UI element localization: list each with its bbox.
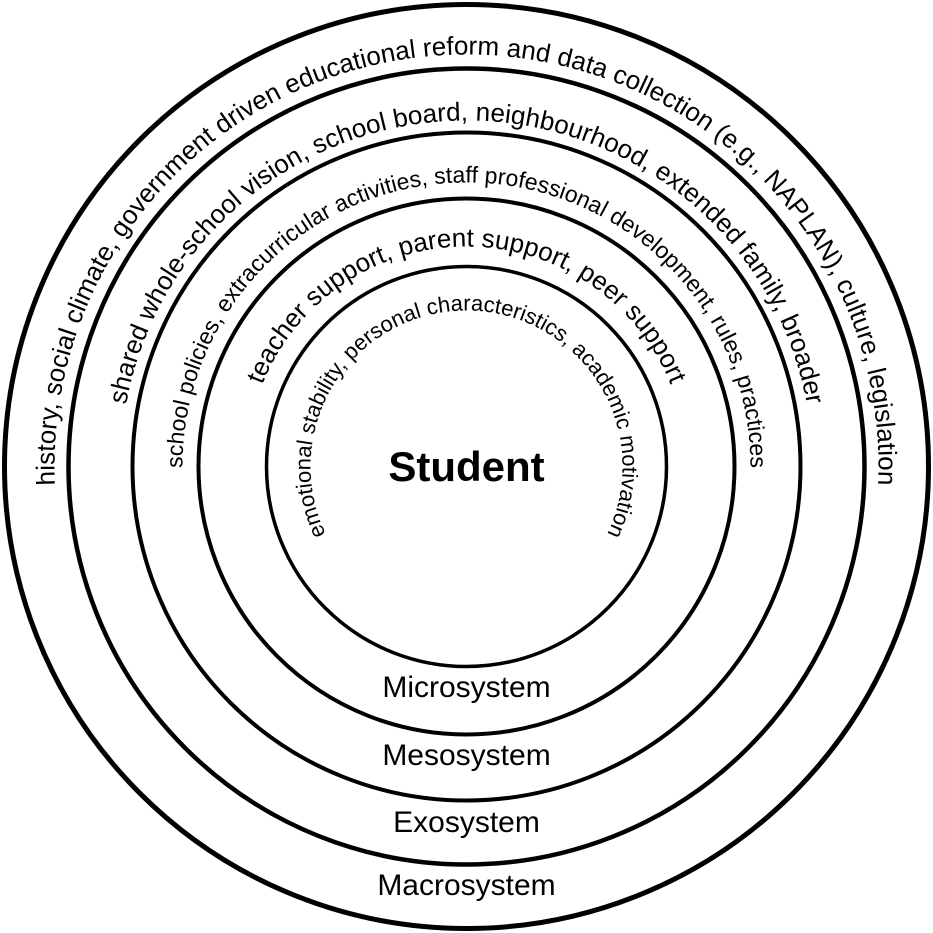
microsystem-label: Microsystem [382, 671, 550, 704]
mesosystem-circle [130, 130, 803, 803]
student-label: Student [388, 443, 544, 490]
exosystem-label: Exosystem [393, 806, 540, 839]
microsystem-circle [196, 196, 737, 737]
macrosystem-label: Macrosystem [377, 869, 555, 902]
mesosystem-label: Mesosystem [382, 739, 550, 772]
exosystem-circle [66, 66, 867, 867]
student-circle [264, 264, 669, 669]
student-attributes-text: emotional stability, personal characteri… [290, 290, 642, 542]
